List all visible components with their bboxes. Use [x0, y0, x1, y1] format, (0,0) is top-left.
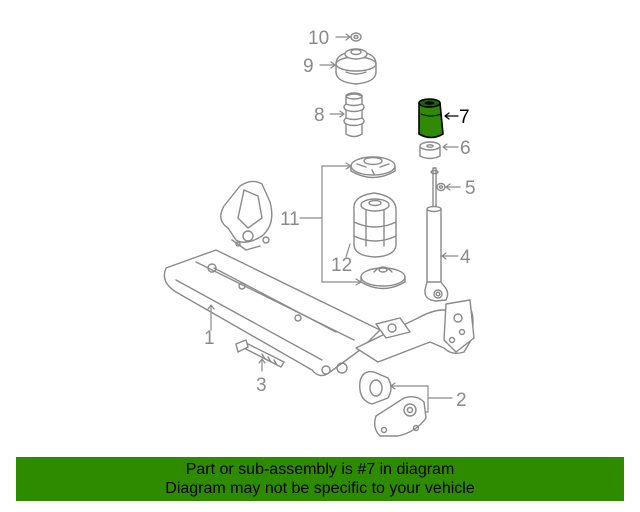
callout-7: 7: [459, 107, 470, 128]
part-8-bump-stop: [343, 92, 365, 138]
exploded-parts-diagram: 10 9 8 7 6 5 4 11 12 1 3 2: [163, 28, 476, 437]
callout-3: 3: [256, 375, 267, 396]
part-2-bushing: [359, 371, 392, 405]
part-9-strut-mount: [335, 48, 377, 85]
part-11-lower-seat: [360, 266, 406, 290]
part-4-shock-absorber: [424, 167, 449, 302]
callout-6: 6: [460, 138, 471, 159]
callout-12: 12: [331, 255, 352, 276]
part-2-bracket: [373, 395, 427, 437]
callout-1: 1: [204, 328, 215, 349]
callout-4: 4: [460, 247, 471, 268]
part-10-nut: [350, 32, 362, 42]
part-11-upper-seat: [350, 156, 396, 179]
banner-line-part-number: Part or sub-assembly is #7 in diagram: [185, 461, 455, 478]
callout-5: 5: [465, 178, 476, 199]
callout-11: 11: [280, 209, 300, 230]
part-5-nut: [436, 182, 446, 192]
banner-line-disclaimer: Diagram may not be specific to your vehi…: [165, 480, 475, 497]
callout-10: 10: [308, 28, 329, 49]
part-info-banner: Part or sub-assembly is #7 in diagram Di…: [16, 457, 624, 501]
callout-2: 2: [456, 390, 467, 411]
callout-8: 8: [314, 105, 325, 126]
part-1-axle-beam: [163, 180, 475, 377]
part-6-stop-cup: [419, 141, 441, 160]
part-7-dust-boot: [418, 98, 444, 139]
part-3-bolt: [235, 339, 285, 368]
part-12-spring-bushing: [353, 192, 397, 258]
callout-labels: 10 9 8 7 6 5 4 11 12 1 3 2: [204, 28, 476, 411]
leader-lines: [207, 33, 461, 413]
callout-9: 9: [303, 56, 314, 77]
